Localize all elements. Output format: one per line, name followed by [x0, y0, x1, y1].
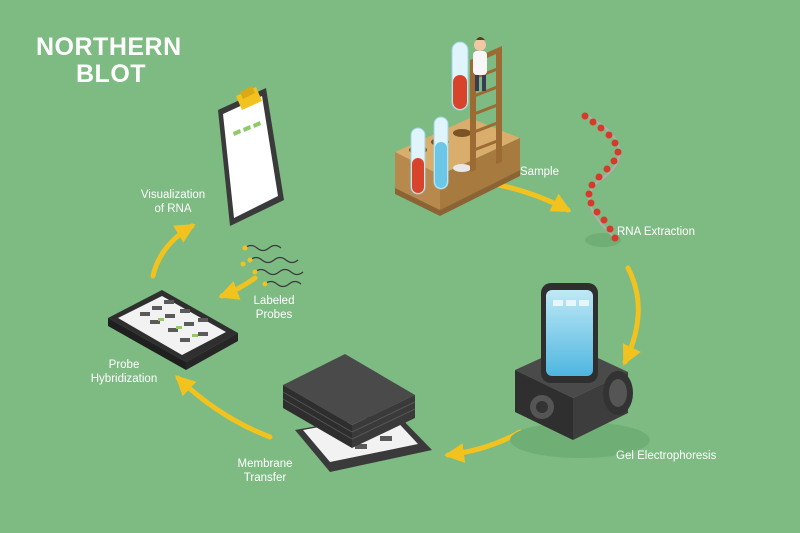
label-probe-hybridization: Probe Hybridization [78, 358, 170, 386]
arrow-hybridization-to-visualization [150, 223, 196, 279]
label-sample: Sample [520, 166, 559, 178]
rna-strand-illustration [581, 112, 622, 247]
label-membrane-transfer-line1: Membrane [237, 458, 293, 470]
arrow-transfer-to-hybridization [175, 375, 273, 440]
diagram-title: NORTHERN BLOT [36, 34, 182, 88]
membrane-transfer-stack [282, 354, 432, 472]
label-labeled-probes-line1: Labeled [253, 295, 295, 307]
label-labeled-probes: Labeled Probes [246, 294, 302, 322]
arrow-extraction-to-gel [622, 265, 641, 366]
label-visualization-line2: of RNA [154, 203, 192, 215]
arrow-probes-to-hybridization [218, 275, 258, 300]
arrow-gel-to-transfer [444, 429, 523, 463]
title-line-1: NORTHERN [36, 33, 182, 61]
label-visualization: Visualization of RNA [130, 188, 216, 216]
arrow-sample-to-extraction [485, 180, 572, 213]
label-membrane-transfer-line2: Transfer [243, 472, 287, 484]
label-probe-hybridization-line1: Probe [108, 359, 140, 371]
sample-rack-illustration [395, 37, 520, 216]
clipboard-illustration [218, 86, 284, 226]
label-labeled-probes-line2: Probes [255, 309, 293, 321]
label-visualization-line1: Visualization [140, 189, 206, 201]
title-line-2: BLOT [76, 60, 147, 88]
label-rna-extraction: RNA Extraction [617, 226, 695, 238]
label-membrane-transfer: Membrane Transfer [232, 457, 298, 485]
gel-electrophoresis-device [510, 283, 650, 458]
hybridization-tray [108, 290, 238, 370]
label-probe-hybridization-line2: Hybridization [90, 373, 158, 385]
label-gel-electrophoresis: Gel Electrophoresis [616, 450, 717, 462]
labeled-probes-illustration [240, 244, 304, 288]
